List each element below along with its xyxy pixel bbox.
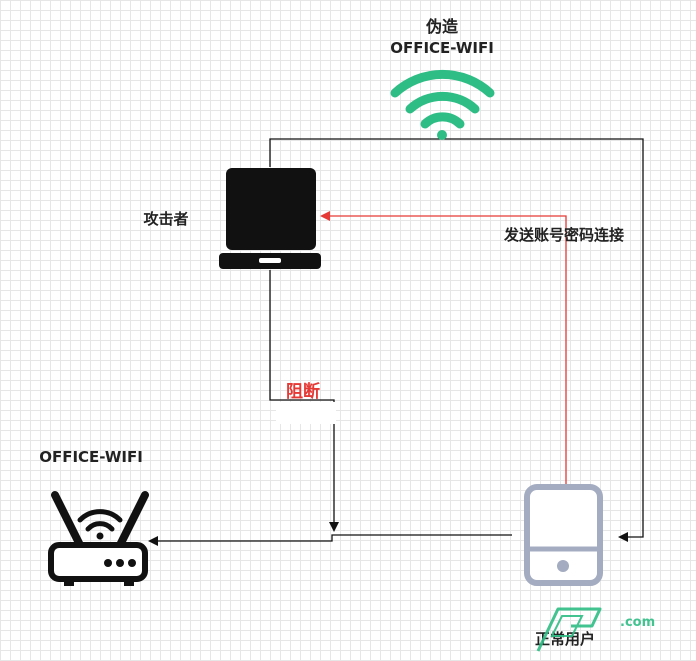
user-to-router-line bbox=[148, 534, 512, 546]
router-icon bbox=[48, 491, 149, 586]
attacker-label: 攻击者 bbox=[143, 210, 188, 228]
fake-wifi-link-line bbox=[269, 138, 644, 542]
office-wifi-label: OFFICE-WIFI bbox=[39, 448, 143, 466]
credential-send-label: 发送账号密码连接 bbox=[503, 226, 624, 244]
fake-wifi-label-line1: 伪造 bbox=[425, 17, 459, 36]
laptop-icon bbox=[219, 168, 321, 269]
wifi-icon bbox=[390, 70, 495, 140]
fake-wifi-label-line2: OFFICE-WIFI bbox=[390, 39, 494, 57]
block-label-background bbox=[276, 402, 336, 424]
credential-send-arrow bbox=[320, 211, 567, 485]
normal-user-label: 正常用户 bbox=[535, 630, 595, 648]
phone-icon bbox=[524, 484, 603, 586]
blocked-link-line bbox=[269, 270, 339, 532]
